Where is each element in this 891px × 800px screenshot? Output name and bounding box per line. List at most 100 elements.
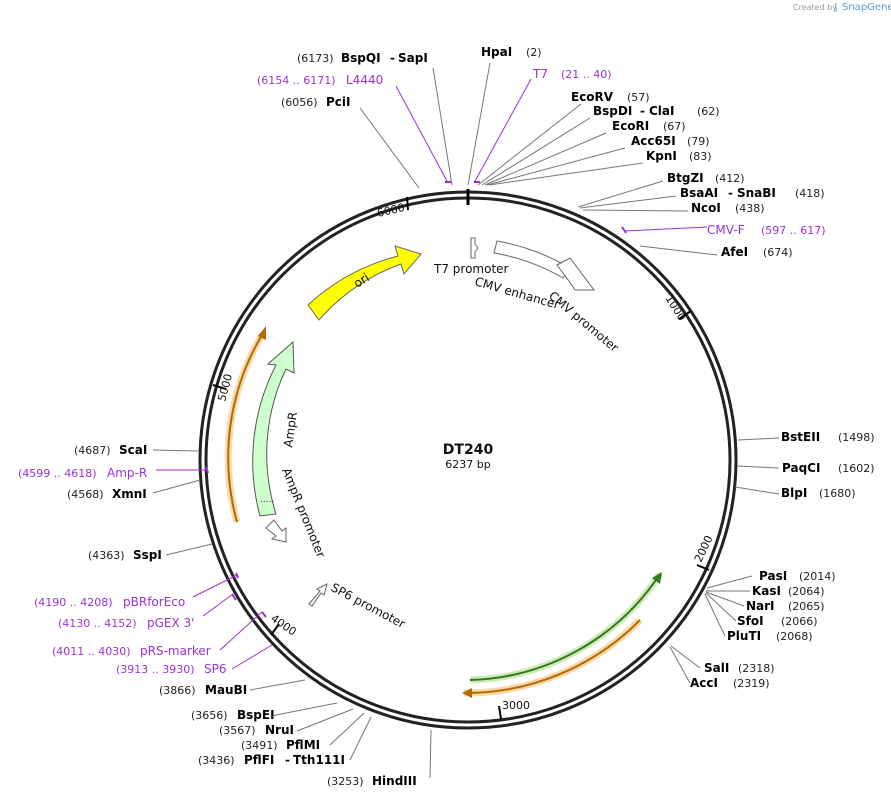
sp6-promoter-arrow (308, 583, 328, 607)
site-label-sfoi-part: SfoI (737, 614, 764, 628)
ampr-promoter-arrow (265, 519, 287, 543)
site-label-cmvf[interactable]: CMV-F(597 .. 617) (707, 223, 826, 237)
site-label-hindiii-part: (3253) (327, 775, 364, 788)
cmv-promoter-label: CMV promoter (546, 289, 621, 355)
site-label-pflmi[interactable]: (3491)PflMI (241, 738, 320, 752)
feature-ori[interactable]: ori (307, 245, 422, 321)
site-label-pbrforeco[interactable]: (4190 .. 4208)pBRforEco (34, 595, 185, 609)
site-label-kasi[interactable]: KasI(2064) (752, 584, 825, 598)
site-label-bspei[interactable]: (3656)BspEI (191, 708, 275, 722)
site-label-nari[interactable]: NarI(2065) (746, 599, 825, 613)
ori-arrow (307, 245, 422, 321)
site-label-bsteii[interactable]: BstEII (1498) (781, 430, 875, 444)
site-label-ampr_primer-part: Amp-R (107, 466, 147, 480)
ampr-label: AmpR (281, 411, 300, 448)
site-label-ecori[interactable]: EcoRI(67) (612, 119, 686, 133)
t7-promoter-label: T7 promoter (433, 262, 509, 276)
tick-3000: 3000 (498, 699, 530, 720)
tick-label-3000: 3000 (502, 699, 530, 712)
site-label-sali[interactable]: SalI(2318) (704, 661, 775, 675)
tick-6000: 6000 (376, 196, 409, 220)
site-label-nrui[interactable]: (3567)NruI (219, 723, 294, 737)
site-label-sspi-part: (4363) (88, 549, 125, 562)
site-label-bsaai-part: SnaBI (737, 186, 776, 200)
cmv-enhancer-label: CMV enhancer (473, 274, 561, 312)
feature-sp6-promoter[interactable]: SP6 promoter (308, 580, 408, 631)
site-label-bsaai-part: - (728, 186, 733, 200)
feature-ampr[interactable]: AmpR ..... (252, 340, 300, 517)
site-label-pflmi-part: (3491) (241, 739, 278, 752)
site-label-sspi[interactable]: (4363) SspI (88, 548, 162, 562)
site-label-xmni-part: XmnI (112, 487, 147, 501)
snapgene-logo-icon: ⟆ (834, 3, 838, 13)
orf-bottom-green[interactable] (469, 572, 663, 684)
site-label-ecorv[interactable]: EcoRV(57) (571, 90, 650, 104)
site-label-bspqi-part: SapI (398, 51, 428, 65)
plasmid-name: DT240 (443, 442, 494, 458)
site-label-sspi-part: SspI (133, 548, 162, 562)
site-label-bspdi-part: (62) (697, 105, 720, 118)
site-label-pcii[interactable]: (6056)PciI (281, 95, 351, 109)
site-label-xmni[interactable]: (4568)XmnI (67, 487, 147, 501)
orf-green-head (652, 572, 662, 584)
orf-left-orange[interactable] (224, 326, 266, 523)
site-label-prsmarker[interactable]: (4011 .. 4030)pRS-marker (52, 644, 211, 658)
orf-bottom-orange[interactable] (462, 617, 643, 698)
site-label-blpi-part: BlpI (781, 486, 807, 500)
site-label-ncoi-part: (438) (735, 202, 765, 215)
site-label-btgzi[interactable]: BtgZI(412) (667, 171, 745, 185)
site-label-paqci[interactable]: PaqCI(1602) (782, 461, 875, 475)
site-label-l4440-part: (6154 .. 6171) (257, 74, 336, 87)
site-label-afei-part: AfeI (721, 245, 748, 259)
site-label-bsaai[interactable]: BsaAI-SnaBI(418) (680, 186, 825, 200)
site-leader-lines (152, 62, 780, 779)
site-label-scai[interactable]: (4687)ScaI (74, 443, 147, 457)
site-label-acci-part: (2319) (733, 677, 770, 690)
site-label-ncoi-part: NcoI (691, 201, 721, 215)
site-label-bsteii-part: BstEII (781, 430, 820, 444)
site-label-pgex3[interactable]: (4130 .. 4152)pGEX 3' (58, 616, 194, 630)
site-label-ampr_primer[interactable]: (4599 .. 4618)Amp-R (18, 466, 147, 480)
site-label-nrui-part: NruI (265, 723, 294, 737)
site-label-prsmarker-part: (4011 .. 4030) (52, 645, 131, 658)
site-label-pflfi[interactable]: (3436)PflFI-Tth111I (198, 753, 345, 767)
site-label-sali-part: SalI (704, 661, 729, 675)
site-label-pcii-part: PciI (326, 95, 351, 109)
site-label-sp6[interactable]: (3913 .. 3930)SP6 (116, 662, 227, 676)
site-label-blpi[interactable]: BlpI(1680) (781, 486, 856, 500)
site-label-pluti[interactable]: PluTI(2068) (727, 629, 813, 643)
site-label-pasi-part: (2014) (799, 570, 836, 583)
cmv-promoter-arrow (556, 257, 595, 291)
site-label-bspdi[interactable]: BspDI-ClaI(62) (593, 104, 720, 118)
site-label-bspei-part: BspEI (237, 708, 275, 722)
site-label-sfoi[interactable]: SfoI(2066) (737, 614, 818, 628)
site-label-pluti-part: (2068) (776, 630, 813, 643)
site-label-ncoi[interactable]: NcoI (438) (691, 201, 765, 215)
site-label-hpai[interactable]: HpaI(2) (481, 45, 542, 59)
site-label-afei[interactable]: AfeI(674) (721, 245, 793, 259)
site-label-acci[interactable]: AccI(2319) (690, 676, 770, 690)
site-label-acc65i[interactable]: Acc65I(79) (631, 134, 710, 148)
site-label-bsteii-part: (1498) (838, 431, 875, 444)
site-label-scai-part: (4687) (74, 444, 111, 457)
site-label-acc65i-part: (79) (687, 135, 710, 148)
site-label-maubi-part: MauBI (205, 683, 247, 697)
site-label-maubi-part: (3866) (159, 684, 196, 697)
site-label-bsaai-part: (418) (795, 187, 825, 200)
site-label-hindiii[interactable]: (3253)HindIII (327, 774, 417, 788)
site-label-t7[interactable]: T7(21 .. 40) (532, 67, 612, 81)
site-label-nari-part: NarI (746, 599, 775, 613)
site-label-bspqi[interactable]: (6173)BspQI-SapI (297, 51, 428, 65)
site-label-btgzi-part: BtgZI (667, 171, 704, 185)
feature-t7-promoter[interactable]: T7 promoter (433, 237, 509, 276)
site-label-kpni[interactable]: KpnI(83) (646, 149, 712, 163)
site-label-kpni-part: (83) (689, 150, 712, 163)
site-label-pflfi-part: PflFI (244, 753, 274, 767)
site-label-maubi[interactable]: (3866) MauBI (159, 683, 247, 697)
backbone (198, 189, 738, 730)
orf-left-line (227, 334, 263, 523)
site-label-pflfi-part: (3436) (198, 754, 235, 767)
site-label-pasi[interactable]: PasI(2014) (759, 569, 836, 583)
site-label-l4440[interactable]: (6154 .. 6171)L4440 (257, 73, 383, 87)
primer-marks (205, 181, 627, 618)
